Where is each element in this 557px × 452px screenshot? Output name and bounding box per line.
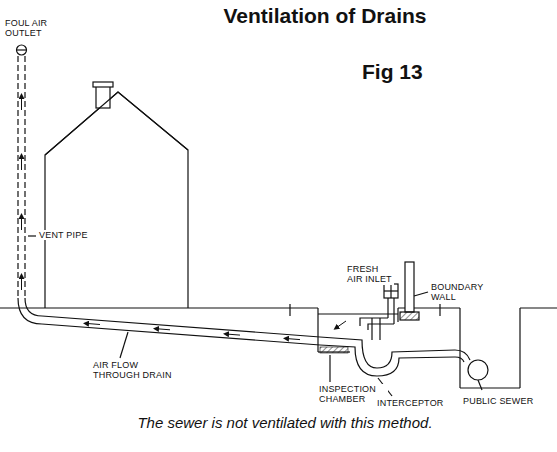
part-label: VENT PIPE xyxy=(38,230,89,240)
part-label: PUBLIC SEWER xyxy=(462,396,534,406)
caption: The sewer is not ventilated with this me… xyxy=(137,414,432,431)
part-label: BOUNDARY WALL xyxy=(430,282,486,303)
diagram-title: Ventilation of Drains xyxy=(223,4,426,28)
part-label: INTERCEPTOR xyxy=(376,398,445,408)
figure-number: Fig 13 xyxy=(362,60,423,84)
part-label: AIR FLOW THROUGH DRAIN xyxy=(92,360,186,381)
part-label: FRESH AIR INLET xyxy=(346,264,394,285)
part-label: FOUL AIR OUTLET xyxy=(4,18,62,39)
